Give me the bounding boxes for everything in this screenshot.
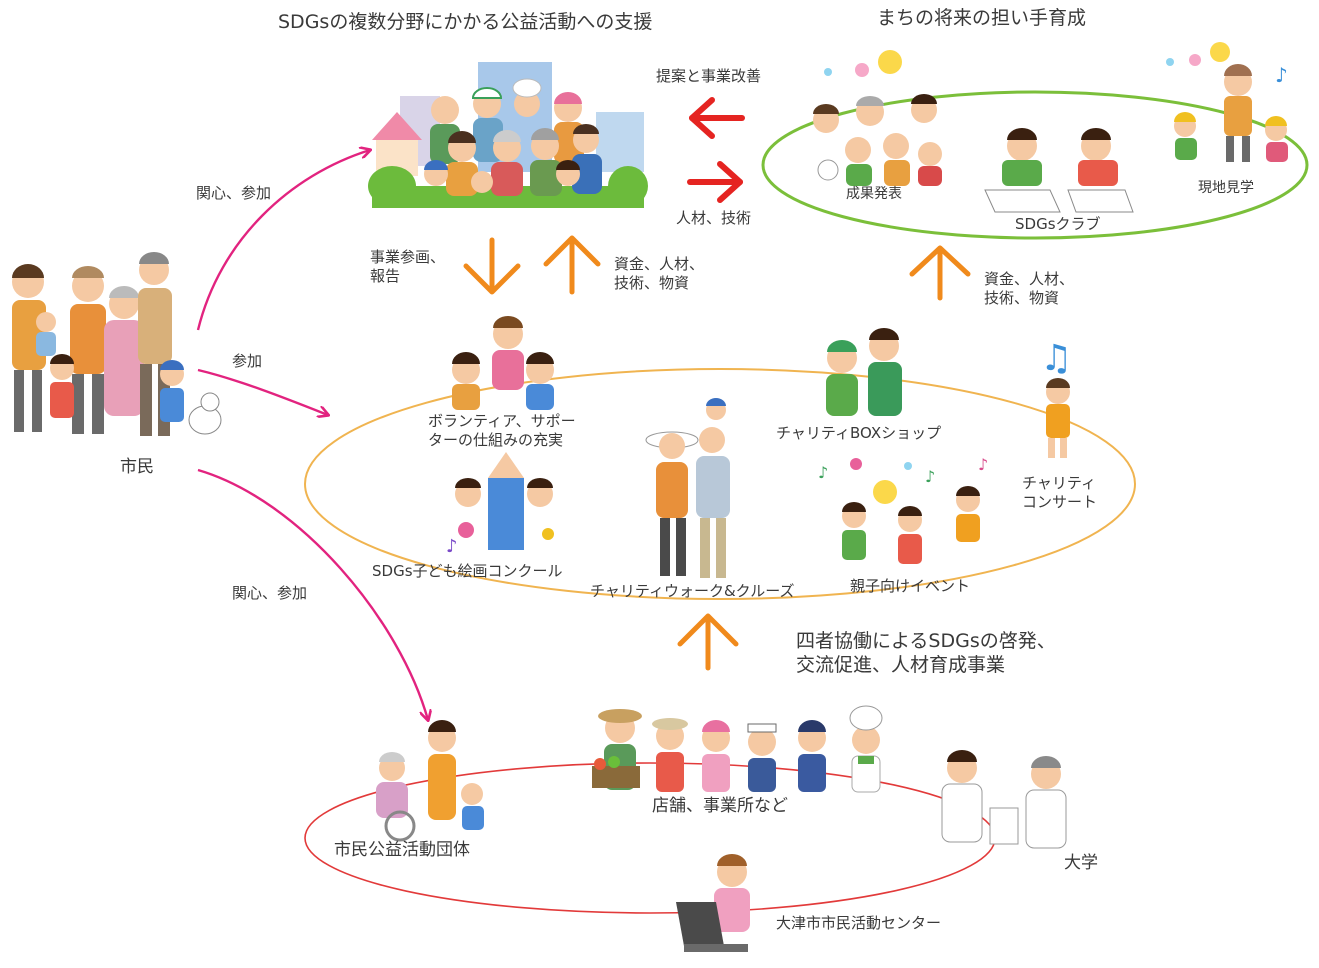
volunteer-illustration bbox=[452, 316, 554, 410]
youth-decor-dots: ♪ bbox=[824, 42, 1288, 87]
label-interest-participation-upper: 関心、参加 bbox=[196, 184, 272, 202]
label-field-trip: 現地見学 bbox=[1198, 180, 1254, 196]
citizens-illustration bbox=[12, 252, 222, 436]
label-talent-technology: 人材、技術 bbox=[676, 209, 752, 227]
label-citizen: 市民 bbox=[120, 457, 154, 477]
label-university: 大学 bbox=[1064, 853, 1098, 873]
orange-arrow-up-left bbox=[543, 235, 601, 295]
label-sdgs-club: SDGsクラブ bbox=[1015, 215, 1101, 233]
charity-concert-illustration: ♫ bbox=[1040, 338, 1072, 458]
label-citizen-groups: 市民公益活動団体 bbox=[334, 840, 470, 860]
sdgs-club-illustration bbox=[984, 128, 1134, 213]
activity-center-illustration bbox=[676, 854, 750, 952]
label-charity-walk: チャリティウォーク&クルーズ bbox=[590, 582, 795, 600]
svg-text:♪: ♪ bbox=[818, 463, 828, 482]
supported-community-illustration bbox=[368, 62, 648, 208]
title-future-leaders: まちの将来の担い手育成 bbox=[877, 7, 1087, 29]
label-interest-participation-lower: 関心、参加 bbox=[232, 584, 308, 602]
label-activity-center: 大津市市民活動センター bbox=[776, 914, 942, 932]
label-presentation: 成果発表 bbox=[846, 186, 902, 202]
field-trip-illustration bbox=[1174, 64, 1288, 162]
svg-text:♫: ♫ bbox=[1040, 338, 1072, 379]
label-drawing-contest: SDGs子ども絵画コンクール bbox=[372, 562, 563, 580]
label-charity-concert: チャリティ コンサート bbox=[1022, 474, 1098, 511]
participation-arrow bbox=[197, 368, 328, 415]
shops-illustration bbox=[592, 705, 883, 793]
svg-text:♪: ♪ bbox=[446, 536, 458, 557]
title-public-activity-support: SDGsの複数分野にかかる公益活動への支援 bbox=[278, 11, 653, 33]
label-shops-businesses: 店舗、事業所など bbox=[652, 796, 788, 816]
university-illustration bbox=[941, 750, 1067, 849]
charity-box-shop-illustration bbox=[826, 328, 902, 416]
presentation-illustration bbox=[813, 94, 942, 186]
orange-arrow-down bbox=[463, 237, 521, 295]
label-funds-right: 資金、人材、 技術、物資 bbox=[984, 270, 1075, 307]
label-participation: 参加 bbox=[232, 352, 263, 370]
interest-arrow-lower bbox=[197, 468, 428, 720]
red-arrow-right bbox=[687, 161, 743, 203]
youth-ring bbox=[761, 90, 1309, 240]
drawing-contest-illustration: ♪ bbox=[446, 452, 554, 557]
label-charity-box-shop: チャリティBOXショップ bbox=[776, 424, 942, 442]
orange-arrow-up-right bbox=[909, 245, 971, 301]
citizen-groups-illustration bbox=[376, 720, 484, 842]
interest-arrow-upper bbox=[196, 150, 370, 331]
charity-walk-illustration bbox=[645, 398, 730, 578]
label-family-event: 親子向けイベント bbox=[850, 577, 971, 595]
label-project-participation: 事業参画、 報告 bbox=[370, 248, 446, 285]
label-volunteer-system: ボランティア、サポー ターの仕組みの充実 bbox=[428, 412, 576, 449]
label-proposal-improvement: 提案と事業改善 bbox=[656, 67, 762, 85]
red-arrow-left bbox=[689, 97, 745, 139]
activity-ring bbox=[304, 368, 1136, 600]
family-event-illustration: ♪ ♪ ♪ bbox=[818, 455, 988, 564]
svg-text:♪: ♪ bbox=[1275, 63, 1288, 87]
label-four-party-collaboration: 四者協働によるSDGsの啓発、 交流促進、人材育成事業 bbox=[796, 630, 1056, 676]
orange-arrow-up-bottom bbox=[677, 613, 739, 671]
label-funds-left: 資金、人材、 技術、物資 bbox=[614, 255, 705, 292]
svg-text:♪: ♪ bbox=[925, 467, 935, 486]
svg-text:♪: ♪ bbox=[978, 455, 988, 474]
